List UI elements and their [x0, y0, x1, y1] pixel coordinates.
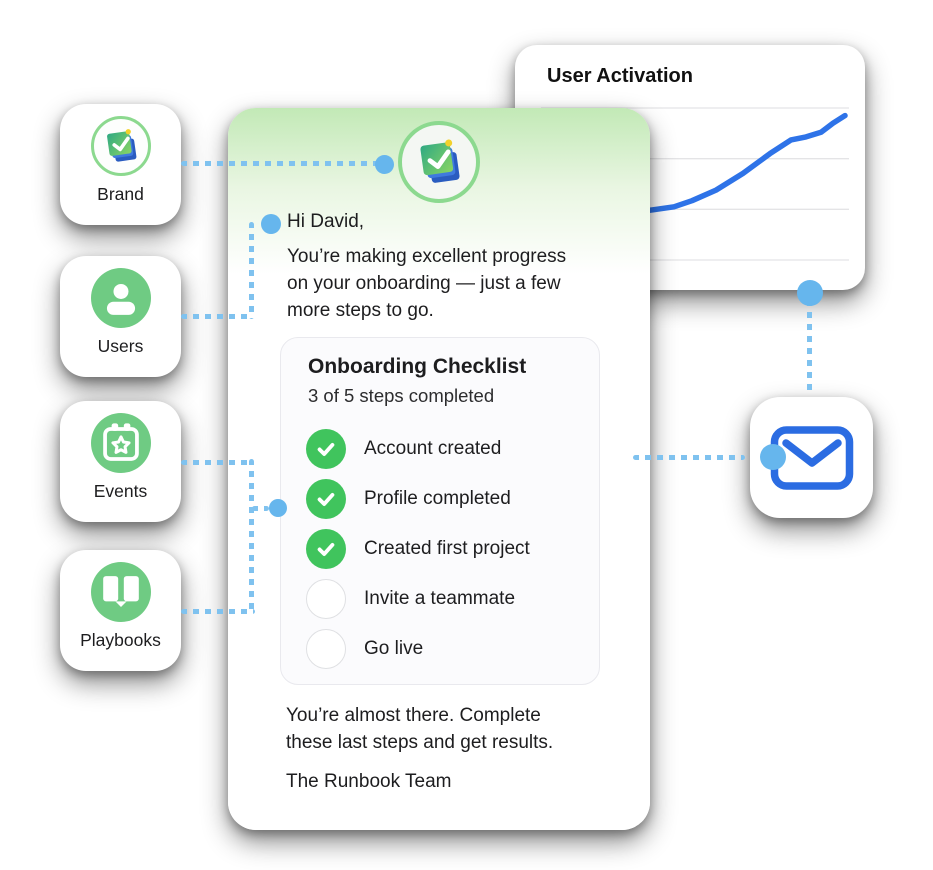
- checklist-item: Account created: [306, 424, 583, 474]
- connector-chart-to-envelope: [807, 300, 812, 396]
- connector-dot: [269, 499, 287, 517]
- sidebar-item-events[interactable]: Events: [60, 401, 181, 522]
- checklist-progress: 3 of 5 steps completed: [308, 385, 495, 406]
- sidebar-item-label: Users: [97, 336, 144, 356]
- calendar-star-icon: [90, 413, 151, 473]
- connector-events-line: [181, 460, 253, 465]
- connector-dot: [760, 444, 786, 470]
- checked-circle-icon: [306, 529, 346, 569]
- brand-badge: [398, 121, 480, 203]
- checklist-item: Profile completed: [306, 474, 583, 524]
- connector-events-playbooks-riser: [249, 459, 254, 614]
- checklist-item-label: Go live: [364, 638, 424, 659]
- email-closing: You’re almost there. Complete these last…: [286, 705, 554, 753]
- connector-playbooks-line: [181, 609, 255, 614]
- checklist-item: Created first project: [306, 524, 583, 574]
- email-intro: You’re making excellent progress on your…: [287, 246, 567, 321]
- checklist-item: Go live: [306, 624, 583, 674]
- checklist-item-label: Profile completed: [364, 488, 511, 509]
- checklist-rows: Account created Profile completed Create…: [306, 424, 583, 674]
- sidebar-item-label: Playbooks: [80, 630, 161, 650]
- checklist-item-label: Created first project: [364, 538, 530, 559]
- connector-dot: [261, 214, 281, 234]
- checklist-title: Onboarding Checklist: [308, 355, 527, 378]
- sidebar-item-playbooks[interactable]: Playbooks: [60, 550, 181, 671]
- checked-circle-icon: [306, 479, 346, 519]
- unchecked-circle-icon: [306, 629, 346, 669]
- connector-email-to-envelope: [633, 455, 745, 460]
- onboarding-email-card: Hi David, You’re making excellent progre…: [228, 108, 650, 830]
- connector-users-riser: [249, 222, 254, 319]
- sidebar-item-brand[interactable]: Brand: [60, 104, 181, 225]
- sidebar-item-label: Brand: [97, 184, 144, 204]
- onboarding-checklist-card: Onboarding Checklist 3 of 5 steps comple…: [280, 337, 600, 685]
- unchecked-circle-icon: [306, 579, 346, 619]
- connector-dot: [375, 155, 394, 174]
- open-book-icon: [90, 562, 151, 622]
- checked-circle-icon: [306, 429, 346, 469]
- connector-checklist-stub: [252, 506, 269, 511]
- chart-title: User Activation: [547, 65, 693, 87]
- checklist-item-label: Account created: [364, 438, 502, 459]
- sidebar-item-label: Events: [93, 481, 148, 501]
- connector-users-line: [181, 314, 253, 319]
- brand-stack-icon: [420, 139, 460, 183]
- sidebar-item-users[interactable]: Users: [60, 256, 181, 377]
- connector-brand-to-badge: [181, 161, 384, 166]
- email-signature: The Runbook Team: [286, 771, 452, 792]
- checklist-item: Invite a teammate: [306, 574, 583, 624]
- connector-dot: [797, 280, 823, 306]
- email-greeting: Hi David,: [287, 211, 365, 232]
- user-icon: [90, 268, 151, 328]
- checklist-item-label: Invite a teammate: [364, 588, 516, 609]
- brand-stack-icon: [90, 116, 151, 176]
